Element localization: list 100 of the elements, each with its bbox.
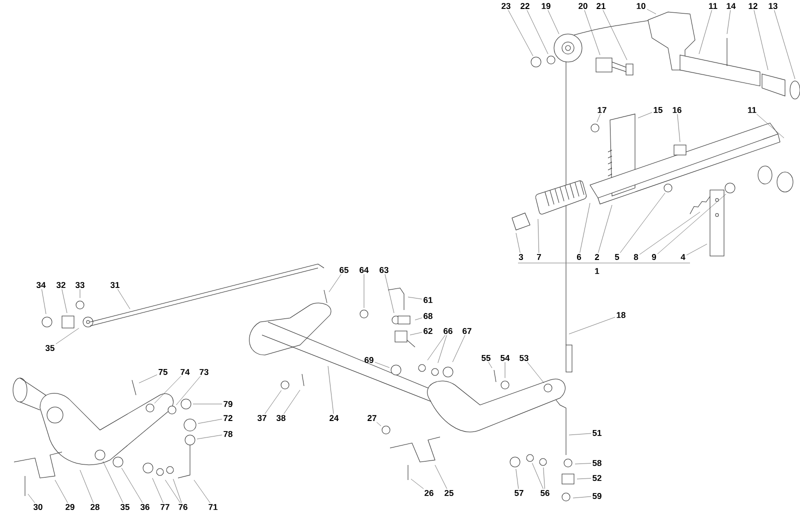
leader-line xyxy=(596,114,600,122)
callout-number: 26 xyxy=(424,490,434,496)
leader-line xyxy=(54,480,68,503)
leader-line xyxy=(438,335,447,364)
callout-number: 9 xyxy=(652,254,656,260)
callout-number: 69 xyxy=(364,357,374,363)
callout-number: 19 xyxy=(542,3,550,9)
leader-line xyxy=(508,10,534,56)
leader-line xyxy=(80,470,94,503)
callout-number: 72 xyxy=(224,415,232,421)
callout-number: 77 xyxy=(160,504,170,510)
callout-number: 76 xyxy=(178,504,188,510)
leader-line xyxy=(774,10,796,80)
leader-line xyxy=(646,8,656,14)
leader-line xyxy=(56,328,80,344)
callout-number: 32 xyxy=(56,282,66,288)
leader-line xyxy=(194,480,210,504)
callout-number: 36 xyxy=(140,504,150,510)
group-number: 1 xyxy=(595,268,600,274)
leader-line xyxy=(568,316,616,334)
leader-line xyxy=(527,362,544,384)
leader-line xyxy=(574,463,592,464)
callout-number: 6 xyxy=(576,254,582,260)
leader-line xyxy=(427,335,446,360)
leader-line xyxy=(526,10,548,54)
leader-line xyxy=(408,296,422,300)
callout-number: 71 xyxy=(208,504,218,510)
leader-line xyxy=(452,335,466,362)
callout-number: 34 xyxy=(36,282,46,288)
callout-number: 3 xyxy=(518,254,524,260)
leader-line xyxy=(698,10,712,54)
callout-number: 12 xyxy=(748,3,758,9)
leader-line xyxy=(328,366,334,414)
leader-line xyxy=(165,480,180,503)
leader-line xyxy=(196,434,222,440)
callout-number: 52 xyxy=(592,475,602,481)
leader-line xyxy=(121,468,143,503)
callout-number: 13 xyxy=(768,3,778,10)
callout-number: 24 xyxy=(330,415,339,421)
leader-line xyxy=(410,332,422,336)
callout-number: 65 xyxy=(340,267,348,273)
leader-line xyxy=(516,232,520,253)
callout-number: 67 xyxy=(462,328,472,334)
leader-line xyxy=(580,202,590,253)
callout-number: 20 xyxy=(578,3,588,9)
callout-number: 17 xyxy=(598,107,606,113)
leader-line xyxy=(754,10,768,70)
leader-line xyxy=(516,468,519,490)
leader-line xyxy=(376,422,382,426)
callout-number: 35 xyxy=(45,345,54,352)
callout-number: 68 xyxy=(424,313,432,319)
callout-number: 4 xyxy=(680,254,686,260)
callout-number: 11 xyxy=(748,107,756,113)
leader-line xyxy=(538,218,540,254)
callout-number: 57 xyxy=(514,490,524,496)
leader-line xyxy=(543,467,545,489)
leader-line xyxy=(572,496,592,498)
callout-number: 23 xyxy=(502,3,510,10)
callout-number: 11 xyxy=(709,3,718,9)
leader-line xyxy=(548,10,560,34)
leader-line xyxy=(686,244,708,256)
callout-number: 18 xyxy=(616,312,626,318)
callout-number: 29 xyxy=(66,504,74,510)
callout-number: 56 xyxy=(540,490,550,496)
leader-line xyxy=(726,10,731,34)
callout-number: 14 xyxy=(726,3,736,9)
callout-number: 61 xyxy=(424,297,432,303)
leader-line xyxy=(532,462,544,489)
leader-line xyxy=(657,194,726,254)
callout-number: 63 xyxy=(380,267,388,274)
callout-number: 75 xyxy=(158,369,168,375)
leader-line xyxy=(374,362,390,368)
leader-line xyxy=(154,376,182,404)
callout-number: 10 xyxy=(636,3,646,9)
callout-number: 73 xyxy=(200,369,208,376)
callout-number: 53 xyxy=(520,355,528,362)
leader-line xyxy=(42,289,46,314)
leader-line xyxy=(602,10,628,60)
callout-number: 62 xyxy=(424,328,432,334)
leader-line xyxy=(284,390,300,414)
callout-number: 58 xyxy=(592,460,602,466)
callout-number: 22 xyxy=(520,3,530,9)
leader-line xyxy=(198,418,222,424)
leader-line xyxy=(384,274,394,314)
callout-number: 74 xyxy=(180,369,190,375)
callout-number: 16 xyxy=(672,107,682,113)
callout-number: 2 xyxy=(594,254,600,260)
callout-number: 66 xyxy=(444,328,452,334)
callout-number: 59 xyxy=(592,493,602,499)
callout-number: 31 xyxy=(110,282,120,288)
callout-number: 51 xyxy=(592,430,602,436)
leader-line xyxy=(638,112,652,118)
callout-number: 25 xyxy=(444,490,454,496)
leader-line xyxy=(504,362,506,378)
callout-number: 55 xyxy=(482,355,490,361)
leader-line xyxy=(328,274,342,292)
leader-line xyxy=(756,114,784,138)
leader-line xyxy=(264,390,282,414)
leader-line xyxy=(176,376,201,406)
leader-line xyxy=(639,212,700,255)
